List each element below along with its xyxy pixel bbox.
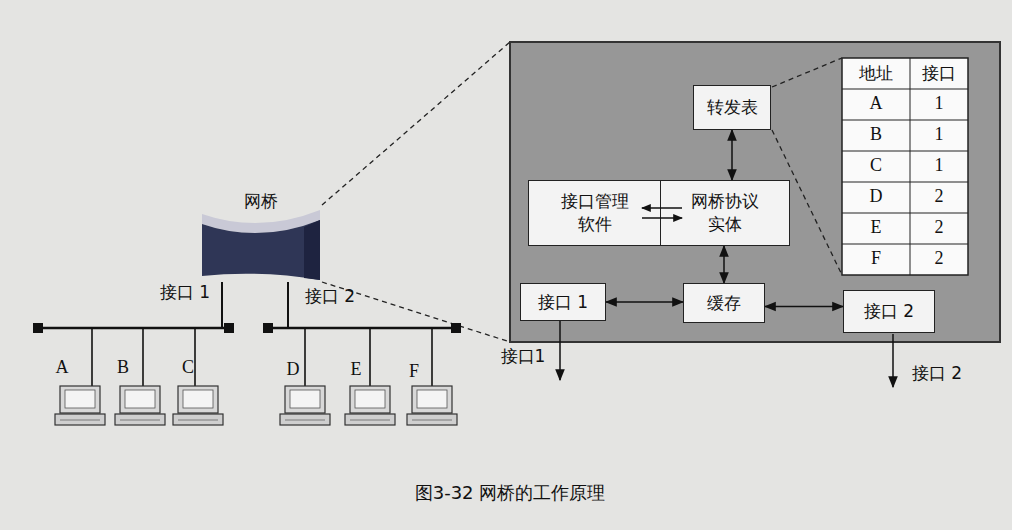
host-name: F bbox=[409, 361, 419, 383]
port-label: 接口 2 bbox=[912, 363, 962, 383]
table-box: 转发表 bbox=[693, 85, 771, 130]
host-name: B bbox=[117, 357, 129, 379]
drop-wire bbox=[369, 328, 371, 386]
table-cell: 1 bbox=[935, 93, 944, 115]
drop-wire bbox=[431, 328, 433, 386]
table-cell: D bbox=[870, 186, 883, 208]
bus-line bbox=[38, 327, 228, 330]
connector-arrow bbox=[731, 130, 733, 180]
grid-line bbox=[842, 89, 968, 90]
zoom-line bbox=[322, 42, 510, 205]
node-text: 接口 1 bbox=[538, 291, 588, 314]
host-name: E bbox=[351, 359, 362, 381]
table-cell: 2 bbox=[935, 217, 944, 239]
table-cell: B bbox=[870, 124, 882, 146]
bus-line bbox=[268, 327, 455, 330]
port-label: 接口 1 bbox=[160, 282, 210, 302]
computer-icon bbox=[280, 386, 330, 425]
host-name: D bbox=[287, 359, 300, 381]
forwarding-table bbox=[842, 58, 968, 275]
host-name: A bbox=[56, 357, 69, 379]
port-label: 接口 2 bbox=[305, 286, 355, 306]
table-cell: 1 bbox=[935, 155, 944, 177]
terminator bbox=[263, 323, 273, 333]
port-arrow bbox=[892, 334, 894, 387]
table-grid bbox=[842, 58, 968, 275]
host-name: C bbox=[182, 357, 194, 379]
port-label: 接口1 bbox=[501, 346, 546, 366]
drop-wire bbox=[304, 328, 306, 386]
table-cell: A bbox=[870, 93, 883, 115]
node-text: 转发表 bbox=[707, 96, 758, 119]
drop-wire bbox=[194, 328, 196, 386]
grid-line bbox=[842, 213, 968, 214]
exchange-arrow bbox=[642, 207, 682, 208]
software-box: 接口管理 软件 bbox=[528, 180, 662, 246]
terminator bbox=[33, 323, 43, 333]
terminator bbox=[451, 323, 461, 333]
grid-line bbox=[842, 120, 968, 121]
buffer-box: 缓存 bbox=[683, 283, 765, 323]
table-cell: 地址 bbox=[859, 63, 893, 83]
grid-line bbox=[910, 58, 911, 275]
terminator bbox=[224, 323, 234, 333]
table-cell: 1 bbox=[935, 124, 944, 146]
drop-wire bbox=[91, 328, 93, 386]
computer-icon bbox=[173, 386, 223, 425]
table-cell: 2 bbox=[935, 248, 944, 270]
node-text: 缓存 bbox=[707, 292, 741, 315]
computer-icon bbox=[345, 386, 395, 425]
connector-arrow bbox=[606, 301, 683, 303]
figure-caption: 图3-32 网桥的工作原理 bbox=[415, 481, 606, 505]
node-text: 网桥协议 实体 bbox=[686, 190, 764, 236]
grid-line bbox=[842, 244, 968, 245]
computer-icon bbox=[115, 386, 165, 425]
enlarged-panel bbox=[510, 42, 1000, 342]
protocol-box: 网桥协议 实体 bbox=[660, 180, 790, 246]
computers bbox=[55, 328, 457, 425]
drop-wire bbox=[142, 328, 144, 386]
table-cell: 接口 bbox=[922, 63, 956, 83]
connector-arrow bbox=[765, 306, 843, 308]
grid-line bbox=[842, 151, 968, 152]
port-box: 接口 2 bbox=[843, 290, 935, 333]
table-cell: F bbox=[871, 248, 881, 270]
node-text: 网桥 bbox=[244, 190, 278, 213]
table-cell: 2 bbox=[935, 186, 944, 208]
node-text: 接口管理 软件 bbox=[556, 190, 634, 236]
node-text: 接口 2 bbox=[864, 300, 914, 323]
bridge-device: 网桥 bbox=[200, 190, 322, 282]
port-box: 接口 1 bbox=[520, 283, 606, 321]
table-cell: C bbox=[870, 155, 882, 177]
grid-line bbox=[842, 182, 968, 183]
zoom-line bbox=[772, 58, 842, 87]
computer-icon bbox=[55, 386, 105, 425]
connector-arrow bbox=[723, 246, 725, 283]
exchange-arrow bbox=[642, 217, 682, 218]
table-cell: E bbox=[871, 217, 882, 239]
computer-icon bbox=[407, 386, 457, 425]
bridge-wire bbox=[287, 282, 289, 328]
bridge-wire bbox=[221, 282, 223, 328]
port-arrow bbox=[559, 321, 561, 380]
